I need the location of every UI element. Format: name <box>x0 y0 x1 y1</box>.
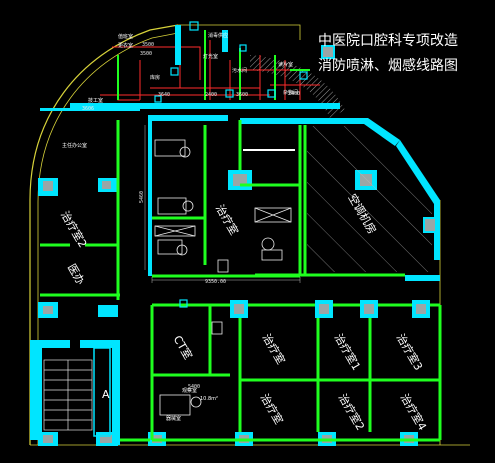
staircase <box>43 347 111 437</box>
drawing-title: 中医院口腔科专项改造 消防喷淋、烟感线路图 <box>318 33 458 74</box>
label-ct-room: CT室 <box>171 333 196 362</box>
label-instrument-room: 器械室 <box>166 415 181 422</box>
label-treatment-low: 治疗室 <box>258 391 287 427</box>
label-water-room: 污水间 <box>232 67 247 74</box>
dimension-lines <box>144 125 301 283</box>
dim-3600: 3600 <box>236 92 248 98</box>
label-medical-office: 医办 <box>65 262 87 288</box>
label-stair-a: A <box>102 388 110 401</box>
label-light-cure: 灯光室 <box>203 53 218 60</box>
label-treatment-main: 治疗室 <box>213 202 242 238</box>
north-cyan-walls <box>40 25 340 111</box>
title-line-1: 中医院口腔科专项改造 <box>318 33 458 49</box>
label-storage: 库房 <box>150 74 160 81</box>
smoke-detectors <box>154 21 308 308</box>
title-line-2: 消防喷淋、烟感线路图 <box>318 57 458 74</box>
ac-room-hatch <box>307 126 432 272</box>
label-small-area: 10.8m² <box>200 396 218 402</box>
dim-3500a: 3500 <box>142 42 154 48</box>
label-treatment-1: 治疗室1 <box>332 331 364 373</box>
north-wing-hatch <box>250 55 345 118</box>
dim-9350: 9350.00 <box>205 279 226 285</box>
dim-5460: 5460 <box>139 191 145 203</box>
dim-3500b: 3500 <box>140 51 152 57</box>
label-reading: 读片室 <box>278 61 293 68</box>
dim-3606: 3606 <box>82 106 94 112</box>
dim-2400: 2400 <box>205 92 217 98</box>
room-walls <box>40 120 442 442</box>
label-director-office: 主任办公室 <box>62 142 87 149</box>
dim-5400: 5400 <box>188 384 200 390</box>
label-treatment-4: 治疗室4 <box>398 391 430 433</box>
label-treatment-mid: 治疗室 <box>260 331 289 367</box>
label-lab: 技工室 <box>88 97 103 104</box>
label-observe-room: 观察室 <box>182 387 197 394</box>
dimension-labels: 3500 3606 3640 2400 3600 5460 9350.00 24… <box>82 42 300 390</box>
label-duty-room: 值班室 <box>118 33 133 40</box>
label-treatment-3: 治疗室3 <box>394 331 426 373</box>
dim-3640: 3640 <box>158 92 170 98</box>
north-partitions <box>117 30 310 100</box>
label-sterilize: 消毒供应 <box>208 32 228 39</box>
dental-chair-symbols <box>154 139 292 416</box>
dim-2400b: 2400 <box>288 91 300 97</box>
label-treatment-2b: 治疗室2 <box>336 391 368 433</box>
label-utility: 杂物间 <box>283 89 298 96</box>
label-locker: 更衣室 <box>118 42 133 49</box>
